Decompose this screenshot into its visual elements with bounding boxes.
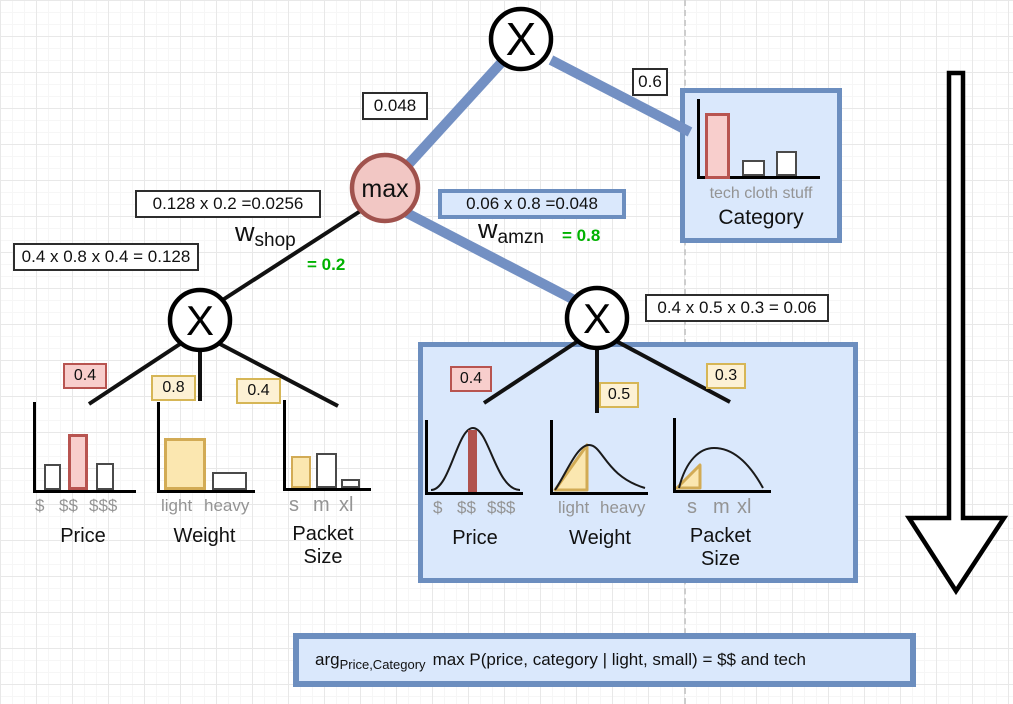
shop-node-label: X: [186, 297, 214, 344]
chart-title: Weight: [569, 527, 631, 549]
shop-calc-label[interactable]: 0.128 x 0.2 =0.0256: [135, 190, 321, 218]
bar-price-highlight: [468, 430, 477, 492]
bar-dollar3: [96, 463, 114, 490]
amzn-multiply-node[interactable]: [564, 285, 630, 351]
equation-body: max P(price, category | light, small) = …: [432, 650, 806, 669]
bar-m: [316, 453, 337, 488]
category-tick-labels: tech cloth stuff: [709, 185, 813, 202]
amzn-packet-chart[interactable]: s m xl Packet Size: [673, 418, 773, 571]
dome-curve-with-triangle: [676, 446, 764, 490]
root-node-label: X: [506, 13, 537, 65]
bar-dollar2-highlight: [68, 434, 88, 490]
max-node-label: max: [361, 175, 409, 203]
bar-xl: [341, 479, 360, 488]
category-chart-axes: [697, 99, 820, 179]
bar-heavy: [212, 472, 247, 490]
bar-dollar: [44, 464, 61, 490]
category-box[interactable]: tech cloth stuff Category: [680, 88, 842, 243]
amzn-product-label[interactable]: 0.4 x 0.5 x 0.3 = 0.06: [645, 294, 829, 322]
packet-tick-labels: s m xl: [289, 494, 354, 516]
amzn-node-label: X: [583, 295, 611, 342]
equation-subscript: Price,Category: [339, 656, 426, 672]
chart-title: Packet Size: [292, 523, 354, 568]
max-node[interactable]: [349, 152, 421, 224]
amzn-weight-chart[interactable]: light heavy Weight: [550, 420, 650, 550]
root-multiply-node[interactable]: [488, 6, 554, 72]
weight-tick-labels: light heavy: [161, 496, 250, 515]
amzn-box[interactable]: $ $$ $$$ Price light heavy Weight: [418, 342, 858, 583]
bar-cloth: [742, 160, 765, 176]
amzn-weight-weight-tag[interactable]: 0.5: [599, 382, 639, 408]
weight-tick-labels: light heavy: [558, 498, 646, 517]
shop-packet-weight-tag[interactable]: 0.4: [236, 378, 281, 404]
amzn-price-chart[interactable]: $ $$ $$$ Price: [425, 420, 525, 550]
down-arrow[interactable]: [904, 70, 1009, 596]
bell-curve: [430, 426, 521, 491]
bar-stuff: [776, 151, 797, 176]
bar-s-highlight: [291, 456, 311, 488]
amzn-packet-weight-tag[interactable]: 0.3: [706, 363, 746, 389]
amzn-price-weight-tag[interactable]: 0.4: [450, 366, 492, 392]
category-chart-title: Category: [718, 206, 804, 229]
edge-root-to-category[interactable]: [548, 55, 693, 137]
packet-tick-labels: s m xl: [687, 496, 752, 518]
w-shop-value: = 0.2: [307, 255, 346, 274]
shop-packet-chart[interactable]: s m xl Packet Size: [283, 400, 373, 569]
shop-price-weight-tag[interactable]: 0.4: [63, 363, 107, 389]
category-weight-label[interactable]: 0.6: [632, 68, 668, 96]
w-amzn-value: = 0.8: [562, 226, 601, 245]
price-tick-labels: $ $$ $$$: [35, 496, 118, 515]
skew-curve-with-triangle: [553, 443, 646, 492]
price-tick-labels: $ $$ $$$: [433, 498, 516, 517]
shop-weight-chart[interactable]: light heavy Weight: [157, 402, 257, 548]
bar-tech: [705, 113, 730, 179]
chart-title: Packet Size: [689, 525, 752, 570]
equation-prefix: arg: [315, 650, 340, 669]
chart-title: Price: [60, 525, 106, 547]
shop-product-label[interactable]: 0.4 x 0.8 x 0.4 = 0.128: [13, 243, 199, 271]
chart-title: Price: [452, 527, 498, 549]
chart-title: Weight: [173, 525, 236, 547]
shop-weight-weight-tag[interactable]: 0.8: [151, 375, 196, 401]
shop-multiply-node[interactable]: [167, 287, 233, 353]
w-shop-label: wshop: [235, 217, 296, 251]
shop-price-chart[interactable]: $ $$ $$$ Price: [33, 402, 138, 548]
w-amzn-label: wamzn: [478, 214, 544, 248]
bar-light-highlight: [164, 438, 206, 490]
result-label-shop-branch[interactable]: 0.048: [362, 92, 428, 120]
